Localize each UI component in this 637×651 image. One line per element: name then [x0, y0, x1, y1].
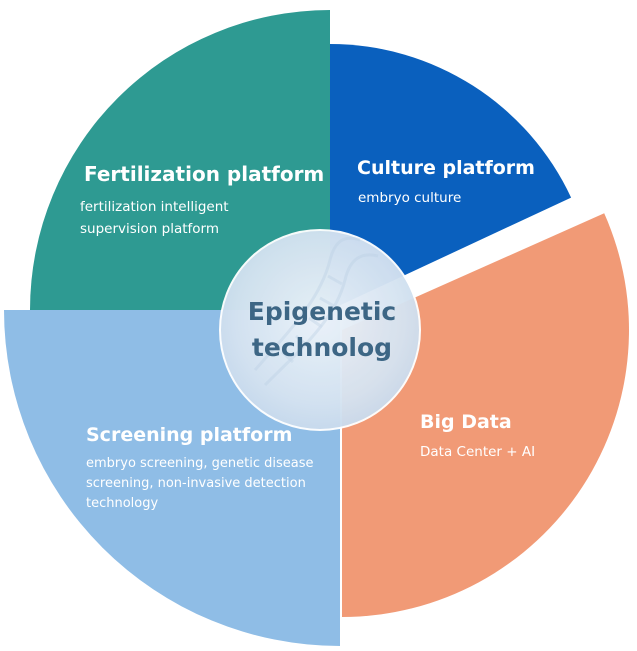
center-title-line-1: Epigenetic — [248, 297, 397, 326]
culture-segment — [330, 44, 572, 310]
fertilization-desc-line-2: supervision platform — [80, 221, 219, 237]
fertilization-segment — [30, 10, 330, 310]
fertilization-desc-line-1: fertilization intelligent — [80, 199, 229, 215]
big-data-title: Big Data — [420, 411, 512, 433]
center-circle — [219, 229, 421, 431]
center-title-line-2: technolog — [252, 333, 392, 362]
screening-desc-line-3: technology — [86, 496, 158, 511]
screening-desc-line-2: screening, non-invasive detection — [86, 476, 306, 491]
fertilization-title: Fertilization platform — [84, 162, 324, 186]
big-data-desc-line-1: Data Center + AI — [420, 444, 535, 460]
dna-helix-icon — [253, 236, 379, 387]
screening-title: Screening platform — [86, 424, 292, 446]
culture-title: Culture platform — [357, 157, 535, 179]
culture-desc-line-1: embryo culture — [358, 190, 461, 206]
screening-desc-line-1: embryo screening, genetic disease — [86, 456, 313, 471]
